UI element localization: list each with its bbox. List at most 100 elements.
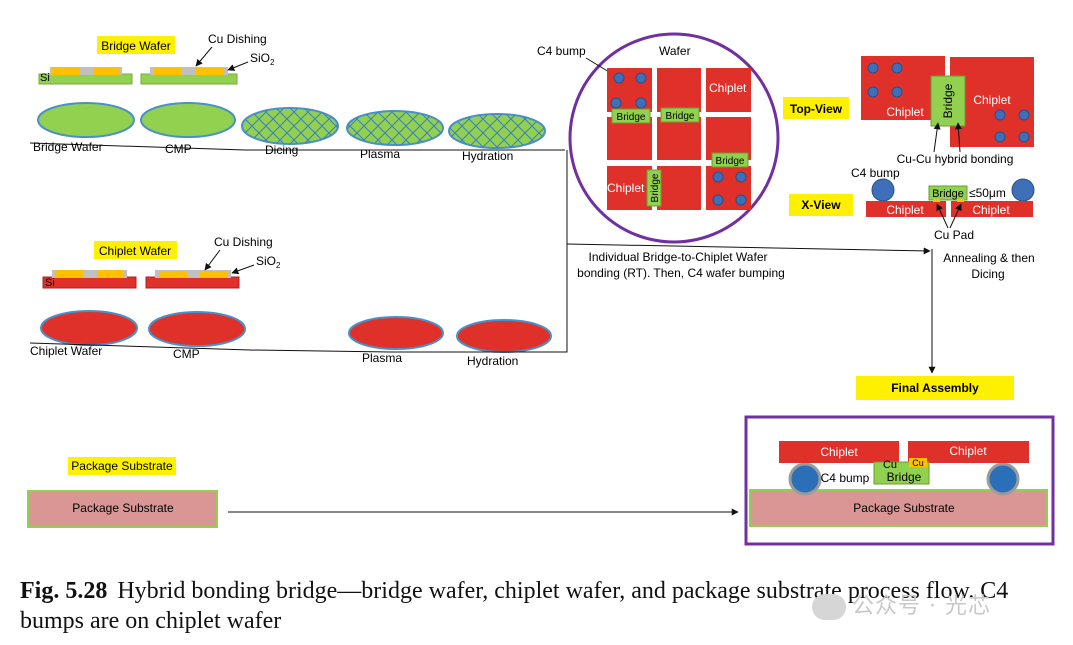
wafer-view: C4 bump Wafer Chiplet Chiplet Bridge Bri… xyxy=(537,32,785,280)
wafer-chiplet xyxy=(607,117,652,160)
chiplet-cmp-wafer-disc xyxy=(148,311,246,347)
x-view-c4-label: C4 bump xyxy=(851,166,900,180)
wafer-chiplet xyxy=(657,117,701,160)
watermark: 公众号 · 光芯 xyxy=(812,588,991,620)
bridge-step-label: Hydration xyxy=(462,149,513,163)
wafer-chiplet xyxy=(607,166,652,210)
x-view-c4-bump xyxy=(871,178,895,202)
chiplet-wafer-title-bg xyxy=(94,241,177,259)
x-view-chiplet-left xyxy=(866,201,946,217)
top-view-chiplet-left-label: Chiplet xyxy=(886,105,924,119)
chiplet-wafer-disc xyxy=(40,310,138,346)
chiplet-hydration-wafer-disc xyxy=(456,319,552,353)
wafer-bridge-label: Bridge xyxy=(666,111,695,122)
final-chiplet-left xyxy=(779,441,899,463)
wafer-bridge xyxy=(611,108,651,124)
package-substrate-box-label: Package Substrate xyxy=(72,501,174,515)
wafer-chiplet-label: Chiplet xyxy=(607,181,645,195)
top-view-label: Top-View xyxy=(790,102,843,116)
chiplet-wafer-title: Chiplet Wafer xyxy=(99,244,171,258)
chiplet-cross-section-1: Si xyxy=(42,270,137,289)
final-substrate xyxy=(749,489,1048,527)
final-chiplet-right xyxy=(908,441,1029,463)
bridge-cu-dishing-label: Cu Dishing xyxy=(208,32,267,46)
x-view-label: X-View xyxy=(801,198,841,212)
wechat-icon xyxy=(812,594,846,620)
annealing-line2: Dicing xyxy=(971,267,1004,281)
top-view-bridge xyxy=(930,75,966,127)
bridge-wafer-title: Bridge Wafer xyxy=(101,39,171,53)
chiplet-cross-section-2 xyxy=(145,270,240,289)
final-c4-bump xyxy=(986,462,1020,496)
final-chiplet-right-label: Chiplet xyxy=(949,444,987,458)
x-view-chiplet-right-label: Chiplet xyxy=(972,203,1010,217)
bridge-step-label: Dicing xyxy=(265,143,298,157)
final-cu-left-label: Cu xyxy=(883,459,897,471)
figure-caption-text: Hybrid bonding bridge—bridge wafer, chip… xyxy=(20,578,1009,634)
chiplet-wafer-section: Chiplet Wafer Si Cu Dishing SiO2 Chiplet… xyxy=(29,150,568,368)
x-view: C4 bump X-View Chiplet Chiplet Bridge ≤5… xyxy=(789,166,1035,281)
chiplet-step-label: Chiplet Wafer xyxy=(30,344,102,358)
wafer-chiplet xyxy=(706,68,751,112)
final-c4-label: C4 bump xyxy=(821,471,870,485)
package-title-bg xyxy=(68,457,176,475)
final-c4-bump xyxy=(788,462,822,496)
x-view-chiplet-right xyxy=(951,201,1033,217)
wafer-title: Wafer xyxy=(659,44,691,58)
chiplet-plasma-wafer-disc xyxy=(348,316,444,350)
bridge-wafer-section: Bridge Wafer Si Cu Dishing SiO2 xyxy=(29,32,565,163)
x-view-gap-label: ≤50μm xyxy=(969,186,1006,200)
wafer-caption-line2: bonding (RT). Then, C4 wafer bumping xyxy=(577,266,785,280)
final-cu-right-label: Cu xyxy=(912,458,924,468)
wafer-bridge xyxy=(711,152,749,168)
final-assembly-label: Final Assembly xyxy=(891,381,979,395)
x-view-chiplet-left-label: Chiplet xyxy=(886,203,924,217)
top-view-label-bg xyxy=(783,97,849,119)
wafer-bridge-label: Bridge xyxy=(716,156,745,167)
process-flow-diagram: Bridge Wafer Si Cu Dishing SiO2 xyxy=(27,32,1055,546)
bridge-wafer-disc xyxy=(37,102,135,138)
annealing-line1: Annealing & then xyxy=(943,251,1034,265)
bridge-cross-section-2 xyxy=(140,67,238,85)
package-substrate-box xyxy=(27,490,218,528)
wafer-bridge-label: Bridge xyxy=(617,112,646,123)
wafer-chiplet xyxy=(657,166,701,210)
x-view-label-bg xyxy=(789,194,853,216)
bridge-si-label: Si xyxy=(40,72,50,84)
bridge-wafer-title-bg xyxy=(97,36,175,54)
wafer-bridge-label: Bridge xyxy=(650,173,661,202)
final-assembly: Final Assembly Package Substrate Chiplet… xyxy=(744,376,1055,546)
final-chiplet-left-label: Chiplet xyxy=(820,445,858,459)
package-substrate-section: Package Substrate Package Substrate xyxy=(27,457,739,528)
x-view-bridge xyxy=(928,185,968,201)
cmp-wafer-disc xyxy=(140,102,236,138)
chiplet-step-label: Hydration xyxy=(467,354,518,368)
top-view-bridge-label: Bridge xyxy=(941,83,955,118)
wafer-caption-line1: Individual Bridge-to-Chiplet Wafer xyxy=(589,250,768,264)
figure-number: Fig. 5.28 xyxy=(20,578,108,604)
wafer-chiplet xyxy=(657,68,701,112)
wafer-c4-label: C4 bump xyxy=(537,44,586,58)
final-bridge xyxy=(873,461,930,485)
chiplet-sio2-label: SiO2 xyxy=(256,254,281,270)
top-view-chiplet-right-label: Chiplet xyxy=(973,93,1011,107)
final-substrate-label: Package Substrate xyxy=(853,501,955,515)
bridge-cross-section-1: Si xyxy=(38,67,133,85)
bridge-step-label: Bridge Wafer xyxy=(33,140,103,154)
wafer-chiplet-label: Chiplet xyxy=(709,81,747,95)
x-view-c4-bump xyxy=(1011,178,1035,202)
chiplet-step-label: Plasma xyxy=(362,351,402,365)
watermark-text: 公众号 · 光芯 xyxy=(852,594,991,619)
final-bridge-label: Bridge xyxy=(887,470,922,484)
bridge-step-label: Plasma xyxy=(360,147,400,161)
bridge-sio2-label: SiO2 xyxy=(250,51,275,67)
x-view-bridge-label: Bridge xyxy=(932,188,964,200)
chiplet-cu-dishing-label: Cu Dishing xyxy=(214,235,273,249)
cu-pad-label: Cu Pad xyxy=(934,228,974,242)
hybrid-bonding-label: Cu-Cu hybrid bonding xyxy=(897,152,1014,166)
bridge-step-label: CMP xyxy=(165,142,192,156)
wafer-bridge-vertical xyxy=(646,169,662,207)
wafer-bridge xyxy=(660,107,700,123)
chiplet-step-label: CMP xyxy=(173,347,200,361)
